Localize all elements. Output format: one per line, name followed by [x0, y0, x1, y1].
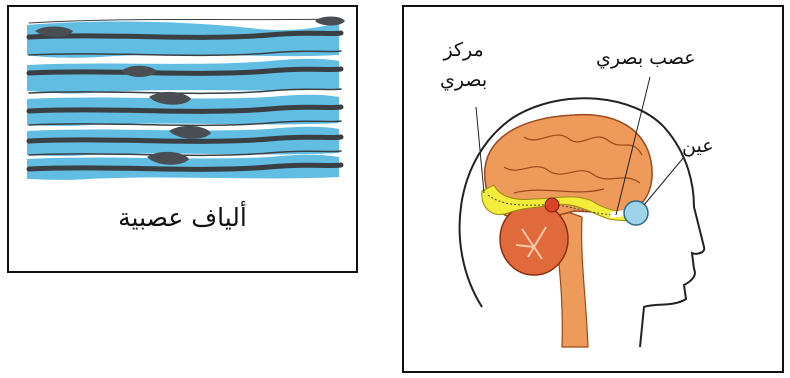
nerve-fibers-panel: ألياف عصبية — [7, 5, 358, 273]
cerebellum — [500, 203, 568, 275]
eye-label: عين — [682, 135, 714, 157]
optic-chiasm — [545, 198, 559, 212]
visual-center-label-line1: مركز — [440, 35, 487, 65]
optic-nerve-label: عصب بصري — [596, 47, 696, 69]
visual-pathway-panel: مركز بصري عصب بصري عين — [402, 5, 784, 373]
visual-center-label-line2: بصري — [440, 65, 487, 95]
visual-center-label: مركز بصري — [440, 35, 487, 95]
nerve-fibers-caption: ألياف عصبية — [9, 203, 356, 232]
